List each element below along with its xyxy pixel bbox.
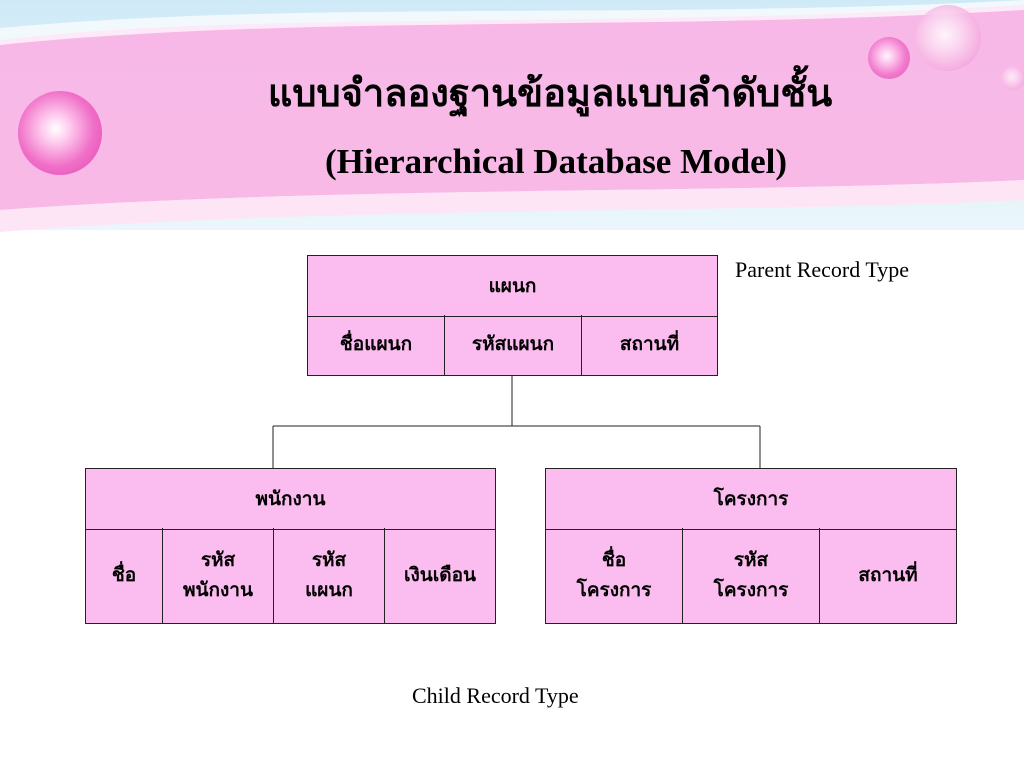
pink-bubble-decoration	[1001, 66, 1024, 90]
record-header: โครงการ	[546, 469, 956, 530]
record-fields: ชื่อโครงการ รหัสโครงการ สถานที่	[546, 528, 956, 623]
field-cell: รหัสแผนก	[274, 528, 385, 623]
child-record-employee: พนักงาน ชื่อ รหัสพนักงาน รหัสแผนก เงินเด…	[85, 468, 496, 624]
slide-title-english: (Hierarchical Database Model)	[324, 142, 788, 181]
field-cell: รหัสโครงการ	[683, 528, 820, 623]
parent-record-department: แผนก ชื่อแผนก รหัสแผนก สถานที่	[307, 255, 718, 376]
pink-bubble-decoration	[18, 91, 102, 175]
record-header: แผนก	[308, 256, 717, 317]
parent-record-type-label: Parent Record Type	[735, 257, 910, 282]
pink-bubble-decoration	[915, 5, 981, 71]
field-cell: รหัสพนักงาน	[163, 528, 274, 623]
slide-title-thai: แบบจำลองฐานข้อมูลแบบลำดับชั้น	[267, 70, 833, 115]
record-header: พนักงาน	[86, 469, 495, 530]
record-fields: ชื่อแผนก รหัสแผนก สถานที่	[308, 315, 717, 375]
field-cell: ชื่อ	[86, 528, 163, 623]
field-cell: สถานที่	[619, 333, 680, 356]
child-record-project: โครงการ ชื่อโครงการ รหัสโครงการ สถานที่	[545, 468, 957, 624]
pink-bubble-decoration	[868, 37, 910, 79]
field-cell: เงินเดือน	[404, 563, 476, 586]
field-cell: สถานที่	[858, 563, 918, 586]
record-fields: ชื่อ รหัสพนักงาน รหัสแผนก เงินเดือน	[86, 528, 495, 623]
child-record-type-label: Child Record Type	[412, 683, 579, 708]
field-cell: รหัสแผนก	[445, 315, 582, 375]
field-cell: ชื่อแผนก	[308, 315, 445, 375]
field-cell: ชื่อโครงการ	[546, 528, 683, 623]
